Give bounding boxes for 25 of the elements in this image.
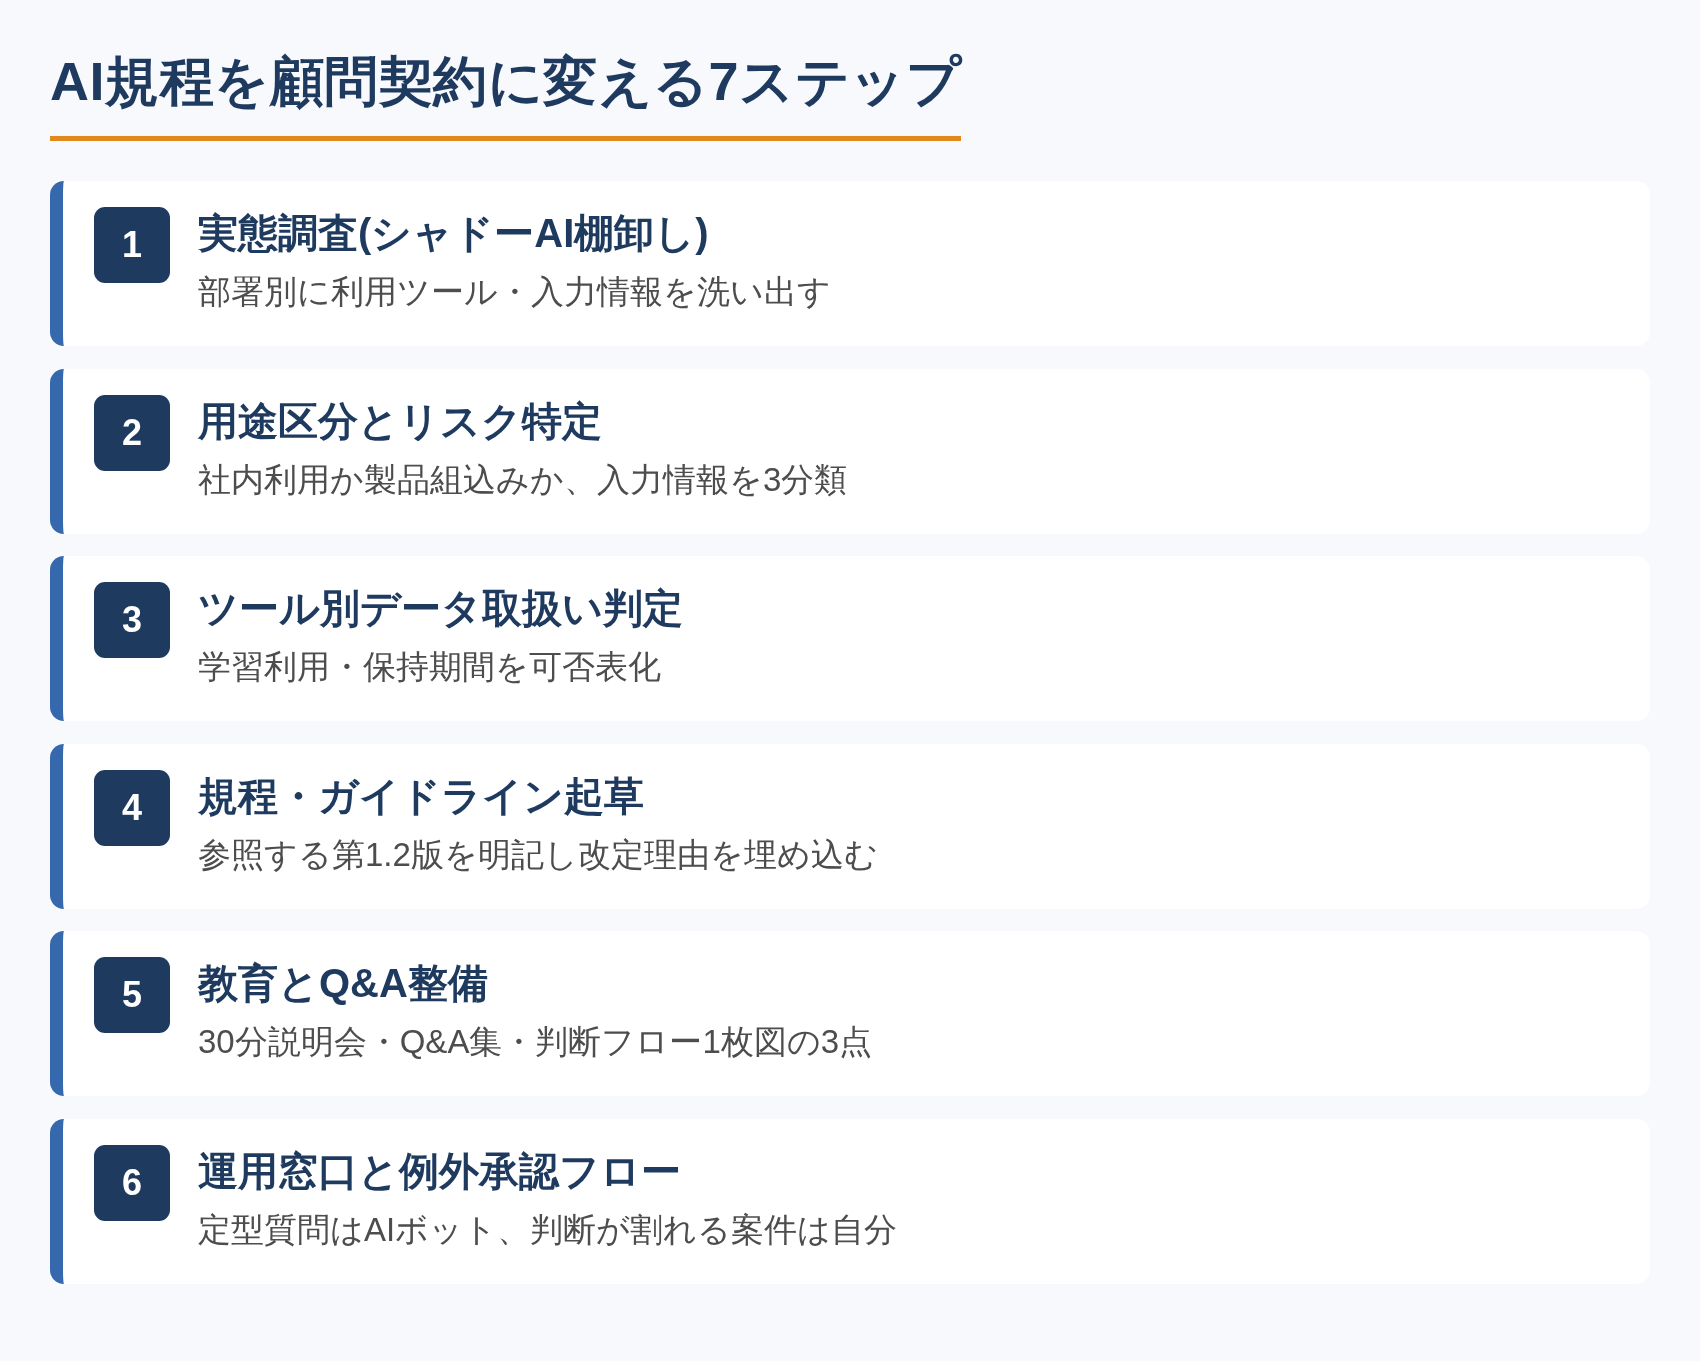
step-heading: ツール別データ取扱い判定 [198, 585, 683, 633]
step-number-badge: 6 [94, 1145, 170, 1221]
step-description: 部署別に利用ツール・入力情報を洗い出す [198, 272, 831, 312]
step-heading: 実態調査(シャドーAI棚卸し) [198, 210, 709, 257]
step-description: 学習利用・保持期間を可否表化 [198, 647, 661, 688]
diagram-title: AI規程を顧問契約に変える7ステップ [50, 50, 962, 113]
step-number-badge: 2 [94, 394, 170, 471]
step-card [50, 931, 1650, 1097]
step-number-badge: 3 [94, 582, 170, 659]
step-heading: 用途区分とリスク特定 [198, 397, 602, 445]
step-number-badge: 1 [94, 207, 170, 283]
step-card [50, 743, 1650, 909]
step-heading: 運用窓口と例外承認フロー [198, 1148, 681, 1195]
step-card [50, 556, 1650, 722]
step-description: 社内利用か製品組込みか、入力情報を3分類 [198, 459, 848, 500]
step-card [50, 368, 1650, 534]
step-card [50, 1119, 1650, 1284]
step-description: 30分説明会・Q&A集・判断フロー1枚図の3点 [198, 1022, 873, 1063]
step-description: 参照する第1.2版を明記し改定理由を埋め込む [198, 834, 878, 875]
step-number-badge: 5 [94, 957, 170, 1034]
step-description: 定型質問はAIボット、判断が割れる案件は自分 [198, 1210, 898, 1250]
step-heading: 規程・ガイドライン起草 [198, 772, 644, 820]
step-card [50, 181, 1650, 346]
step-heading: 教育とQ&A整備 [198, 960, 488, 1008]
step-number-badge: 4 [94, 769, 170, 846]
